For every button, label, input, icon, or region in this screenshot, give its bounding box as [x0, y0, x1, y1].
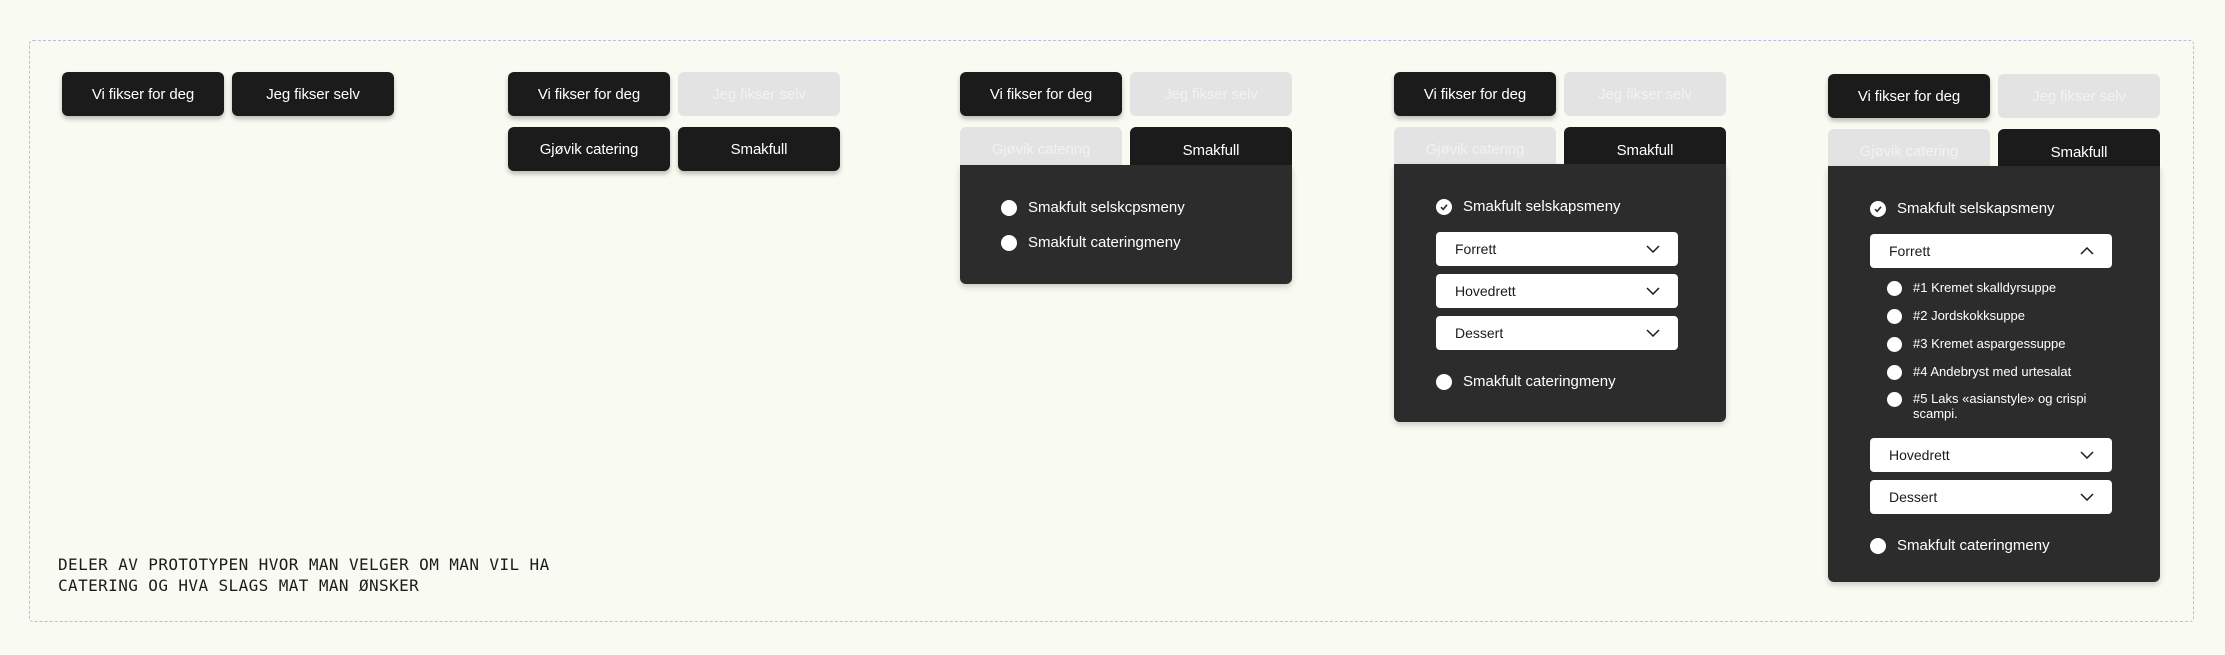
forrett-label: Forrett [1889, 243, 1931, 259]
vi-fikser-for-deg-button[interactable]: Vi fikser for deg [960, 72, 1122, 116]
chevron-down-icon [1646, 287, 1660, 295]
cateringmeny-option[interactable]: Smakfult cateringmeny [1436, 373, 1616, 390]
starter-option[interactable]: #5 Laks «asianstyle» og crispi scampi. [1887, 391, 2103, 421]
vi-fikser-for-deg-button[interactable]: Vi fikser for deg [62, 72, 224, 116]
radio-icon[interactable] [1870, 537, 1886, 554]
starter-option[interactable]: #3 Kremet aspargessuppe [1887, 336, 2103, 352]
smakfull-menu-panel: Smakfult selskapsmeny Forrett Hovedrett … [1394, 164, 1726, 422]
radio-icon[interactable] [1887, 365, 1902, 380]
dessert-dropdown[interactable]: Dessert [1436, 316, 1678, 350]
gjovik-catering-button[interactable]: Gjøvik catering [960, 127, 1122, 171]
vi-fikser-for-deg-button[interactable]: Vi fikser for deg [1828, 74, 1990, 118]
starter-label: #5 Laks «asianstyle» og crispi scampi. [1913, 391, 2087, 421]
chevron-down-icon [1646, 329, 1660, 337]
smakfull-menu-panel: Smakfult selskapsmeny Forrett #1 Kremet … [1828, 166, 2160, 582]
forrett-label: Forrett [1455, 241, 1497, 257]
forrett-dropdown[interactable]: Forrett [1870, 234, 2112, 268]
starter-label: #3 Kremet aspargessuppe [1913, 336, 2066, 351]
hovedrett-label: Hovedrett [1455, 283, 1516, 299]
jeg-fikser-selv-button[interactable]: Jeg fikser selv [1998, 74, 2160, 118]
hovedrett-dropdown[interactable]: Hovedrett [1436, 274, 1678, 308]
vi-fikser-for-deg-button[interactable]: Vi fikser for deg [1394, 72, 1556, 116]
chevron-down-icon [2080, 493, 2094, 501]
chevron-up-icon [2080, 247, 2094, 255]
chevron-down-icon [2080, 451, 2094, 459]
cateringmeny-label: Smakfult cateringmeny [1897, 537, 2050, 554]
jeg-fikser-selv-button[interactable]: Jeg fikser selv [678, 72, 840, 116]
dessert-label: Dessert [1455, 325, 1504, 341]
jeg-fikser-selv-button[interactable]: Jeg fikser selv [1130, 72, 1292, 116]
dessert-dropdown[interactable]: Dessert [1870, 480, 2112, 514]
dessert-label: Dessert [1889, 489, 1938, 505]
cateringmeny-option[interactable]: Smakfult cateringmeny [1870, 537, 2050, 554]
cateringmeny-option[interactable]: Smakfult cateringmeny [1001, 234, 1181, 251]
radio-icon[interactable] [1887, 309, 1902, 324]
jeg-fikser-selv-button[interactable]: Jeg fikser selv [1564, 72, 1726, 116]
smakfull-button[interactable]: Smakfull [678, 127, 840, 171]
gjovik-catering-button[interactable]: Gjøvik catering [1828, 129, 1990, 173]
starter-option[interactable]: #4 Andebryst med urtesalat [1887, 364, 2103, 380]
radio-icon[interactable] [1001, 199, 1017, 216]
check-icon[interactable] [1436, 198, 1452, 215]
forrett-dropdown[interactable]: Forrett [1436, 232, 1678, 266]
starter-label: #4 Andebryst med urtesalat [1913, 364, 2072, 379]
starter-label: #1 Kremet skalldyrsuppe [1913, 280, 2057, 295]
selskapsmeny-label: Smakfult selskapsmeny [1897, 200, 2055, 217]
gjovik-catering-button[interactable]: Gjøvik catering [508, 127, 670, 171]
check-icon[interactable] [1870, 200, 1886, 217]
starter-label: #2 Jordskokksuppe [1913, 308, 2026, 323]
radio-icon[interactable] [1887, 281, 1902, 296]
smakfull-menu-panel: Smakfult selskcpsmeny Smakfult cateringm… [960, 165, 1292, 284]
starter-option[interactable]: #1 Kremet skalldyrsuppe [1887, 280, 2103, 296]
selskapsmeny-label: Smakfult selskapsmeny [1463, 198, 1621, 215]
gjovik-catering-button[interactable]: Gjøvik catering [1394, 127, 1556, 171]
radio-icon[interactable] [1887, 337, 1902, 352]
cateringmeny-label: Smakfult cateringmeny [1463, 373, 1616, 390]
hovedrett-label: Hovedrett [1889, 447, 1950, 463]
selskapsmeny-option[interactable]: Smakfult selskapsmeny [1436, 198, 1621, 215]
chevron-down-icon [1646, 245, 1660, 253]
radio-icon[interactable] [1436, 373, 1452, 390]
selskapsmeny-option[interactable]: Smakfult selskcpsmeny [1001, 199, 1185, 216]
jeg-fikser-selv-button[interactable]: Jeg fikser selv [232, 72, 394, 116]
selskapsmeny-label: Smakfult selskcpsmeny [1028, 199, 1185, 216]
radio-icon[interactable] [1887, 392, 1902, 407]
cateringmeny-label: Smakfult cateringmeny [1028, 234, 1181, 251]
vi-fikser-for-deg-button[interactable]: Vi fikser for deg [508, 72, 670, 116]
prototype-frame [29, 40, 2194, 622]
selskapsmeny-option[interactable]: Smakfult selskapsmeny [1870, 200, 2055, 217]
prototype-caption: DELER AV PROTOTYPEN HVOR MAN VELGER OM M… [58, 555, 550, 595]
radio-icon[interactable] [1001, 234, 1017, 251]
hovedrett-dropdown[interactable]: Hovedrett [1870, 438, 2112, 472]
starter-option[interactable]: #2 Jordskokksuppe [1887, 308, 2103, 324]
